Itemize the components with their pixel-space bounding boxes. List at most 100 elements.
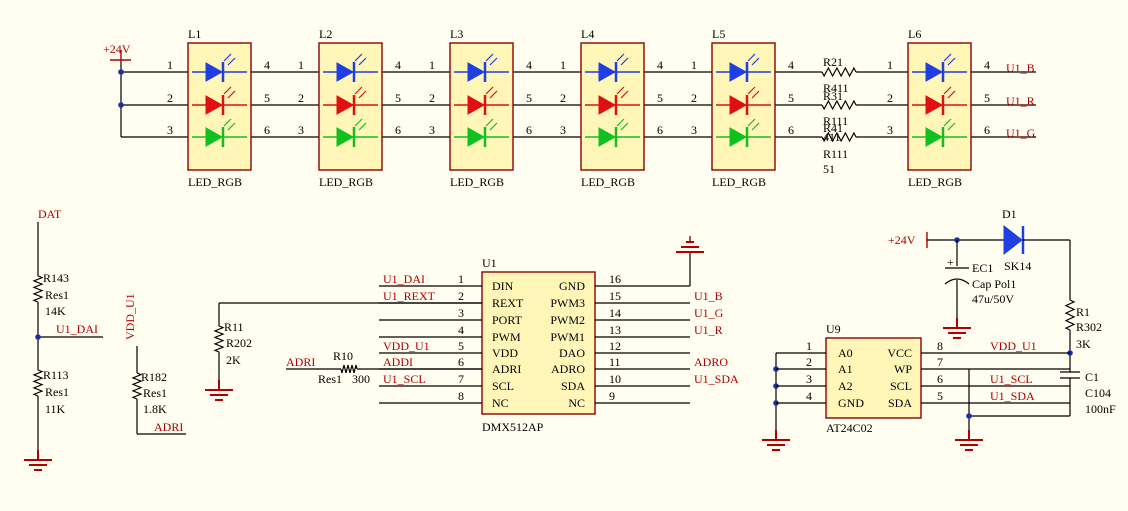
u9-pin-name-5: SDA	[888, 396, 912, 410]
u9-pin-num-5: 5	[937, 389, 943, 403]
r1-zigzag	[1064, 299, 1076, 331]
net-label-adri-r10: ADRI	[286, 355, 315, 369]
u9-pin-name-3: A2	[838, 379, 853, 393]
u1-pin-num-15: 15	[609, 289, 621, 303]
value-r11: 2K	[226, 353, 241, 367]
resistor-ref-r21: R21	[823, 55, 843, 69]
led-pin-in-3-3: 3	[429, 123, 435, 137]
led-pin-in-6-2: 2	[887, 91, 893, 105]
resistor-ref-r31: R31	[823, 89, 843, 103]
led-ray-a-6-2	[943, 86, 952, 95]
led-ref-1: L1	[188, 27, 201, 41]
u1-pin-num-7: 7	[458, 372, 464, 386]
r143	[32, 275, 44, 303]
led-pin-in-5-2: 2	[691, 91, 697, 105]
u1-pin-name-13: PWM1	[550, 330, 585, 344]
led-ray-b-1-1	[227, 57, 236, 66]
net-label-vdd-u1-vertical: VDD_U1	[123, 293, 137, 340]
u1-pin-name-16: GND	[559, 279, 585, 293]
led-body-1	[187, 42, 252, 171]
led-ray-a-2-1	[354, 53, 363, 62]
resistor-type-r21: R411	[823, 81, 849, 95]
net-label-u1-dai-left: U1_DAI	[56, 322, 98, 336]
u1-pin-num-12: 12	[609, 339, 621, 353]
u9-pin-num-2: 2	[806, 355, 812, 369]
junction-led-row2	[118, 102, 124, 108]
led-pin-out-3-3: 6	[526, 123, 532, 137]
led-pin-in-2-2: 2	[298, 91, 304, 105]
resistor-extra-r41: 411	[823, 130, 841, 144]
led-value-4: LED_RGB	[581, 175, 635, 189]
resistor-ref-r41: R41	[823, 121, 843, 135]
led-pin-in-5-3: 3	[691, 123, 697, 137]
led-body-4	[580, 42, 645, 171]
led-ray-b-5-1	[751, 57, 760, 66]
led-pin-in-3-2: 2	[429, 91, 435, 105]
u1-net-13: U1_R	[694, 323, 723, 337]
led-ref-2: L2	[319, 27, 332, 41]
series-resistor-2	[821, 131, 857, 143]
led-ray-b-6-3	[947, 122, 956, 131]
ref-c1: C1	[1085, 370, 1099, 384]
ground-ec1	[943, 318, 971, 339]
r182	[131, 372, 143, 400]
u9-pin-num-3: 3	[806, 372, 812, 386]
led-ray-b-4-3	[620, 122, 629, 131]
ref-r11: R11	[224, 320, 244, 334]
led-pin-in-4-2: 2	[560, 91, 566, 105]
ref-r143: R143	[43, 271, 69, 285]
type-ec1: Cap Pol1	[972, 277, 1016, 291]
net-label-plus24v-supply: +24V	[888, 233, 916, 247]
u9-ref: U9	[826, 322, 841, 336]
u9-chip-body	[825, 337, 922, 419]
led-ray-b-4-1	[620, 57, 629, 66]
led-ray-b-6-1	[947, 57, 956, 66]
u9-pin-num-1: 1	[806, 339, 812, 353]
u1-pin-num-16: 16	[609, 272, 621, 286]
u1-chip-body	[481, 271, 596, 415]
u1-net-2: U1_REXT	[383, 289, 436, 303]
led-ray-a-1-2	[223, 86, 232, 95]
resistor-type-r31: R111	[823, 114, 848, 128]
value-c1: 100nF	[1085, 402, 1116, 416]
u1-pin-name-3: PORT	[492, 313, 523, 327]
led-ray-b-5-3	[751, 122, 760, 131]
ec1-plate-neg	[944, 278, 970, 285]
u1-pin-num-4: 4	[458, 323, 464, 337]
u1-pin-name-9: NC	[568, 396, 585, 410]
u1-pin-num-1: 1	[458, 272, 464, 286]
r113-zigzag	[32, 369, 44, 397]
u1-pin-num-11: 11	[609, 355, 621, 369]
led-value-3: LED_RGB	[450, 175, 504, 189]
junction-divider	[35, 334, 41, 340]
value-r10: 300	[352, 372, 370, 386]
led-pin-in-5-1: 1	[691, 58, 697, 72]
led-pin-out-4-2: 5	[657, 91, 663, 105]
u9-net-8: VDD_U1	[990, 339, 1037, 353]
led-ray-a-4-1	[616, 53, 625, 62]
led-ray-b-5-2	[751, 90, 760, 99]
led-pin-out-2-3: 6	[395, 123, 401, 137]
led-pin-in-1-1: 1	[167, 58, 173, 72]
type-r11: R202	[226, 336, 252, 350]
net-label-u1-r-out: U1_R	[1006, 94, 1035, 108]
ref-r10: R10	[333, 349, 353, 363]
led-pin-in-6-1: 1	[887, 58, 893, 72]
u1-ref: U1	[482, 256, 497, 270]
led-pin-out-3-2: 5	[526, 91, 532, 105]
ground-r11	[205, 380, 233, 401]
led-pin-in-3-1: 1	[429, 58, 435, 72]
ref-r113: R113	[43, 368, 69, 382]
u9-part: AT24C02	[826, 421, 873, 435]
r143-zigzag	[32, 275, 44, 303]
led-value-5: LED_RGB	[712, 175, 766, 189]
led-ray-a-4-2	[616, 86, 625, 95]
u9-pin-name-1: A0	[838, 346, 853, 360]
u9-pin-name-8: VCC	[887, 346, 912, 360]
net-label-adri-left: ADRI	[154, 420, 183, 434]
resistor-value-r41: 51	[823, 162, 835, 176]
led-pin-out-2-1: 4	[395, 58, 401, 72]
u1-part: DMX512AP	[482, 420, 544, 434]
r182-zigzag	[131, 372, 143, 400]
